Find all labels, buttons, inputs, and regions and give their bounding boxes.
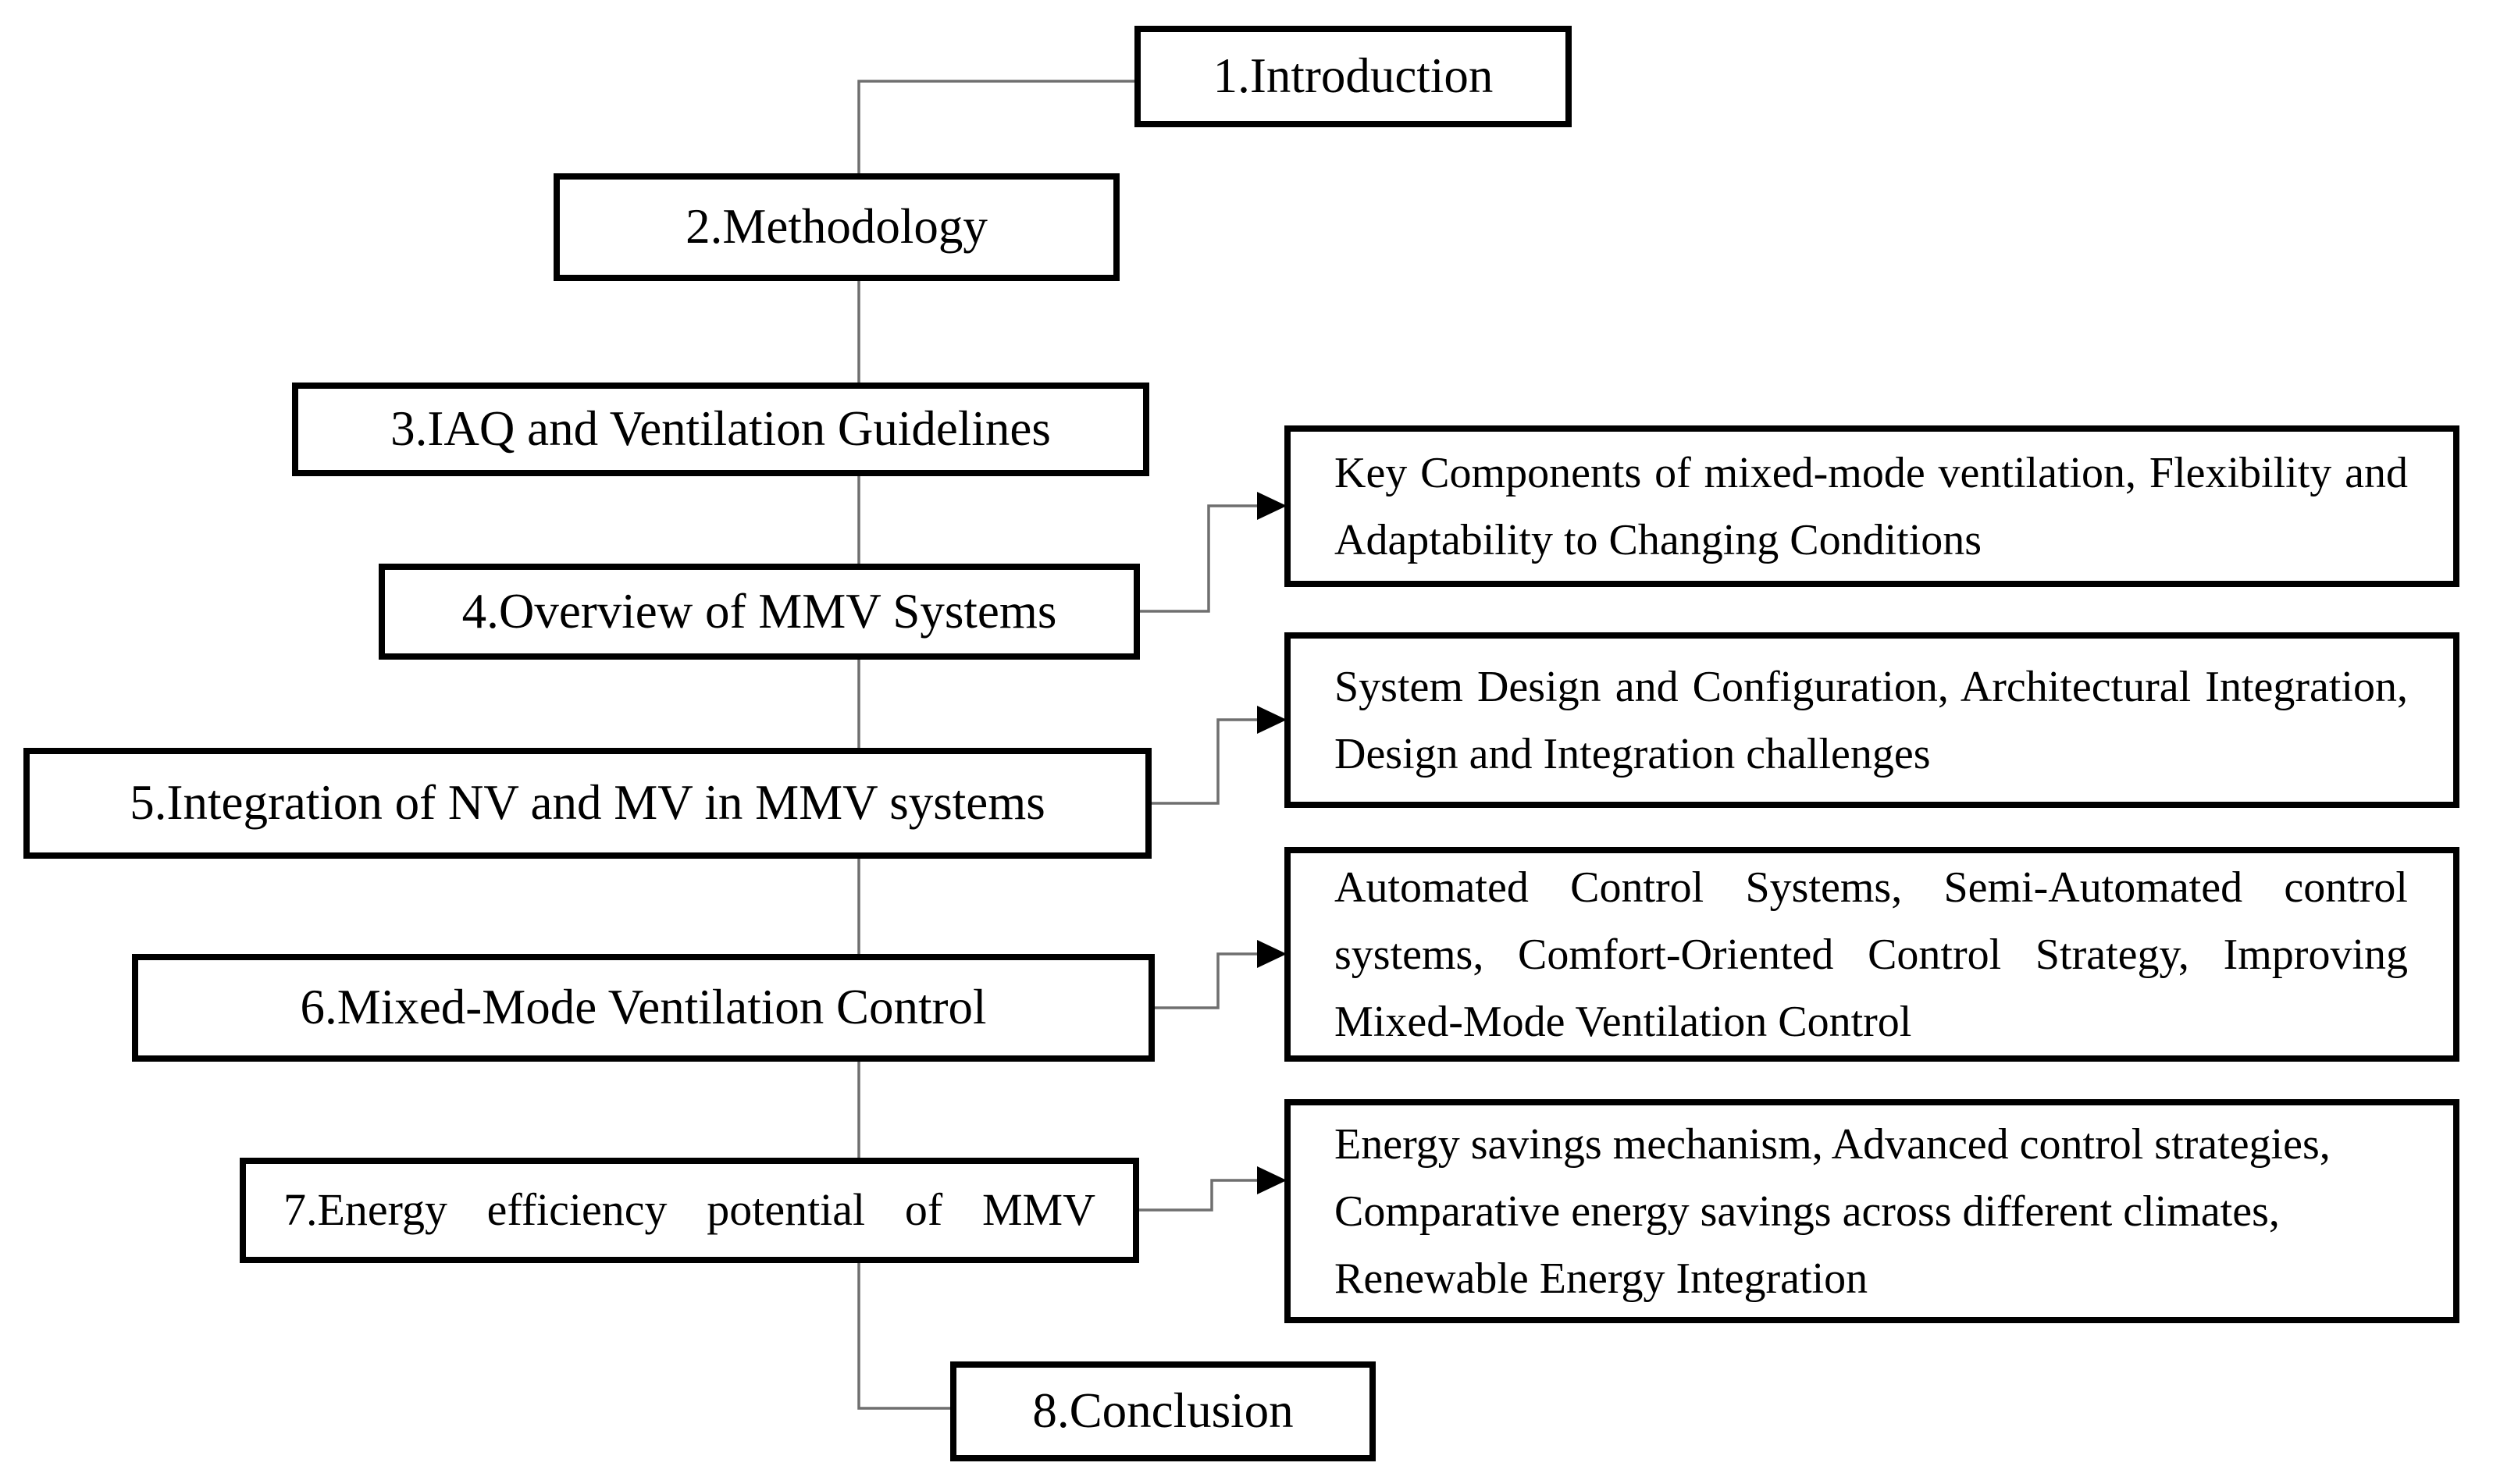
flow-box-iaq-guidelines-label: 3.IAQ and Ventilation Guidelines <box>390 401 1051 457</box>
arrowhead-detail-3-icon <box>1257 940 1287 968</box>
flow-box-iaq-guidelines: 3.IAQ and Ventilation Guidelines <box>292 383 1149 476</box>
spine-connector <box>857 80 1134 1410</box>
flow-box-overview-mmv: 4.Overview of MMV Systems <box>379 564 1140 660</box>
flow-box-ventilation-control-label: 6.Mixed-Mode Ventilation Control <box>300 980 987 1035</box>
flow-box-conclusion-label: 8.Conclusion <box>1032 1383 1294 1439</box>
arrowhead-detail-2-icon <box>1257 706 1287 734</box>
detail-box-control-systems: Automated Control Systems, Semi-Automate… <box>1284 847 2459 1062</box>
detail-line: Energy savings mechanism, Advanced contr… <box>1334 1119 2331 1169</box>
detail-line: Renewable Energy Integration <box>1334 1254 1868 1303</box>
flow-box-methodology: 2.Methodology <box>554 173 1120 281</box>
detail-line: systems, Comfort-Oriented Control Strate… <box>1334 930 2408 979</box>
connector-energy-to-detail-4 <box>1139 1179 1259 1212</box>
detail-line: Comparative energy savings across differ… <box>1334 1187 2280 1236</box>
flow-box-energy-efficiency: 7.Energy efficiency potential of MMV <box>240 1158 1139 1263</box>
flow-box-introduction-label: 1.Introduction <box>1213 48 1494 104</box>
detail-box-system-design: System Design and Configuration, Archite… <box>1284 632 2459 808</box>
detail-line: Design and Integration challenges <box>1334 729 1931 778</box>
detail-box-energy-savings: Energy savings mechanism, Advanced contr… <box>1284 1099 2459 1323</box>
flow-box-conclusion: 8.Conclusion <box>950 1361 1376 1461</box>
detail-line: Adaptability to Changing Conditions <box>1334 515 1982 564</box>
arrowhead-detail-1-icon <box>1257 492 1287 520</box>
flow-box-integration-nv-mv-label: 5.Integration of NV and MV in MMV system… <box>130 775 1045 831</box>
flow-box-methodology-label: 2.Methodology <box>686 199 988 254</box>
flow-box-overview-mmv-label: 4.Overview of MMV Systems <box>461 583 1057 639</box>
flow-box-energy-efficiency-label: 7.Energy efficiency potential of MMV <box>283 1183 1095 1235</box>
detail-line: Mixed-Mode Ventilation Control <box>1334 997 1912 1046</box>
flow-box-integration-nv-mv: 5.Integration of NV and MV in MMV system… <box>23 748 1152 859</box>
detail-line: Automated Control Systems, Semi-Automate… <box>1334 863 2408 912</box>
detail-box-mmv-components: Key Components of mixed-mode ventilation… <box>1284 425 2459 587</box>
detail-line: System Design and Configuration, Archite… <box>1334 662 2408 711</box>
detail-line: Key Components of mixed-mode ventilation… <box>1334 448 2408 497</box>
arrowhead-detail-4-icon <box>1257 1166 1287 1194</box>
flow-box-introduction: 1.Introduction <box>1134 26 1572 127</box>
connector-integration-to-detail-2 <box>1152 718 1259 805</box>
connector-overview-to-detail-1 <box>1140 504 1259 613</box>
flow-box-ventilation-control: 6.Mixed-Mode Ventilation Control <box>132 954 1155 1062</box>
connector-control-to-detail-3 <box>1155 952 1259 1009</box>
